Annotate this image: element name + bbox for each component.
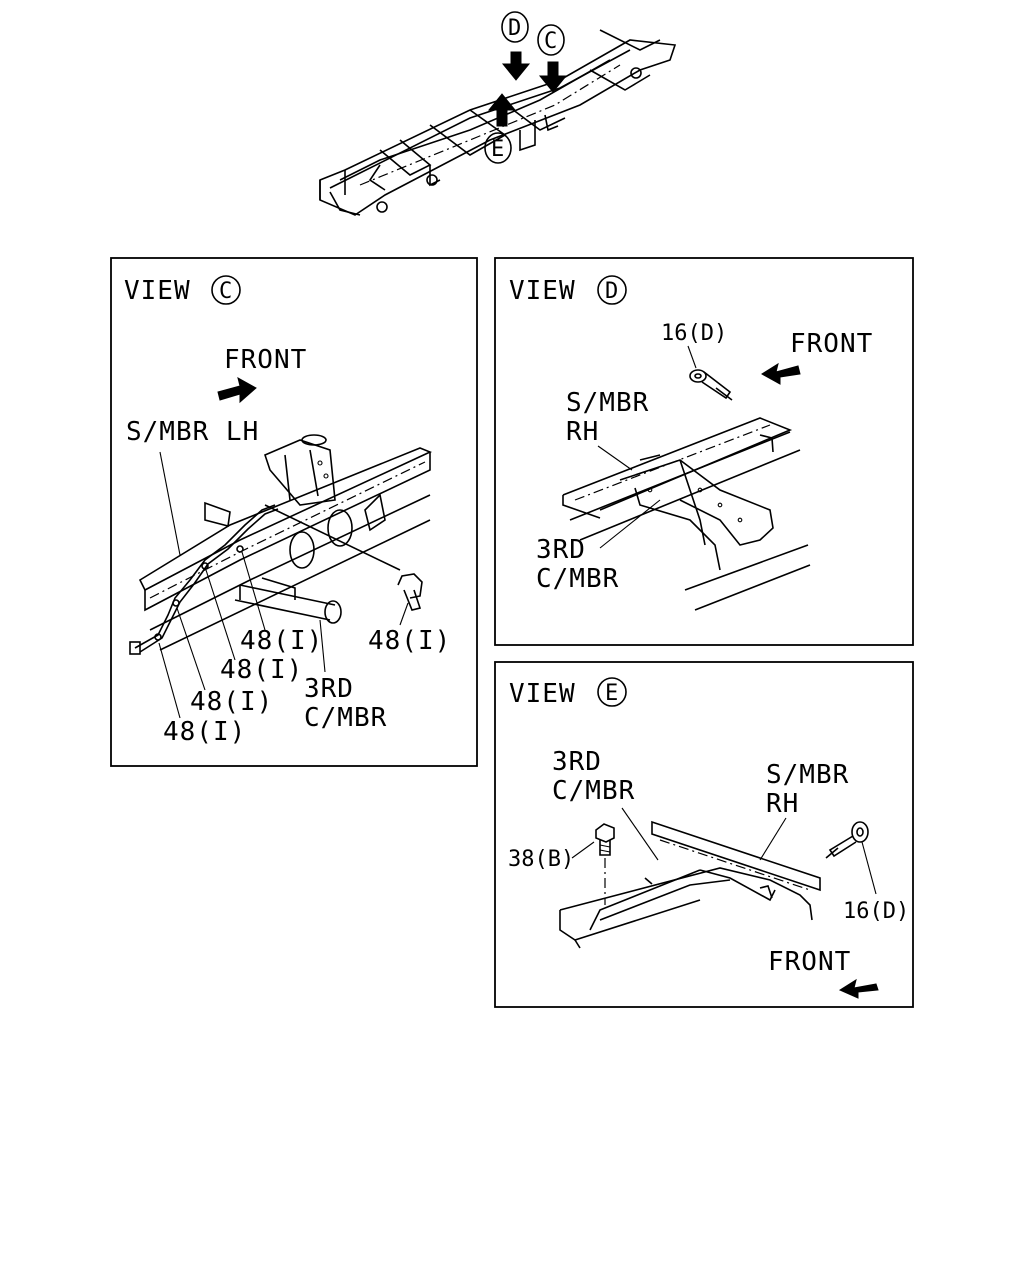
view-d-arrow-icon (501, 51, 531, 81)
view-c-title: VIEW (124, 276, 191, 306)
view-d-title-marker: D (605, 279, 618, 304)
view-e-marker-icon (484, 132, 512, 164)
view-c-title-marker-icon (211, 275, 241, 305)
view-c-callout-5: 48(I) (163, 717, 246, 747)
view-e-title: VIEW (509, 679, 576, 709)
view-c-cross-member-label-2: C/MBR (304, 703, 387, 733)
view-d-part-callout: 16(D) (661, 321, 727, 346)
view-e-panel: VIEW E 3RD C/MBR S/MBR RH 38(B) 16(D) (494, 661, 914, 1008)
view-c-cross-member-label-1: 3RD (304, 674, 354, 704)
view-e-cross-member-label-2: C/MBR (552, 776, 635, 806)
view-c-callout-4: 48(I) (190, 687, 273, 717)
view-c-side-member-label: S/MBR LH (126, 417, 259, 447)
view-e-front-arrow-icon (838, 978, 879, 999)
view-e-part-callout: 16(D) (843, 899, 909, 924)
chassis-frame-overview (319, 29, 677, 216)
view-d-cross-member-label-2: C/MBR (536, 564, 619, 594)
view-c-callout-2: 48(I) (240, 626, 323, 656)
view-e-title-marker-icon (597, 677, 627, 707)
view-c-callout-3: 48(I) (220, 655, 303, 685)
view-e-cross-member-label-1: 3RD (552, 747, 602, 777)
view-e-side-member-label-1: S/MBR (766, 760, 849, 790)
overview-marker-c: C (544, 29, 557, 54)
view-c-front-arrow-icon (217, 377, 257, 404)
overview-marker-d: D (508, 16, 521, 41)
view-e-side-member-label-2: RH (766, 789, 799, 819)
view-e-bolt-callout: 38(B) (508, 847, 574, 872)
view-c-marker-icon (537, 24, 565, 56)
view-c-title-marker: C (219, 279, 232, 304)
view-d-side-member-label-1: S/MBR (566, 388, 649, 418)
view-d-front-label: FRONT (790, 329, 873, 359)
view-d-cross-member-label-1: 3RD (536, 535, 586, 565)
view-e-front-label: FRONT (768, 947, 851, 977)
view-d-title: VIEW (509, 276, 576, 306)
view-c-panel: VIEW C FRONT S/MBR LH (110, 257, 478, 767)
view-c-arrow-icon (538, 61, 568, 93)
view-d-title-marker-icon (597, 275, 627, 305)
view-d-panel: VIEW D 16(D) FRONT S/MBR RH (494, 257, 914, 646)
view-e-title-marker: E (605, 681, 618, 706)
view-c-callout-1: 48(I) (368, 626, 451, 656)
view-d-front-arrow-icon (761, 362, 801, 385)
view-d-side-member-label-2: RH (566, 417, 599, 447)
view-c-front-label: FRONT (224, 345, 307, 375)
overview-marker-e: E (491, 137, 504, 162)
view-d-marker-icon (501, 11, 529, 43)
view-e-arrow-icon (487, 93, 517, 127)
overview-view-markers: D C E (484, 11, 568, 164)
